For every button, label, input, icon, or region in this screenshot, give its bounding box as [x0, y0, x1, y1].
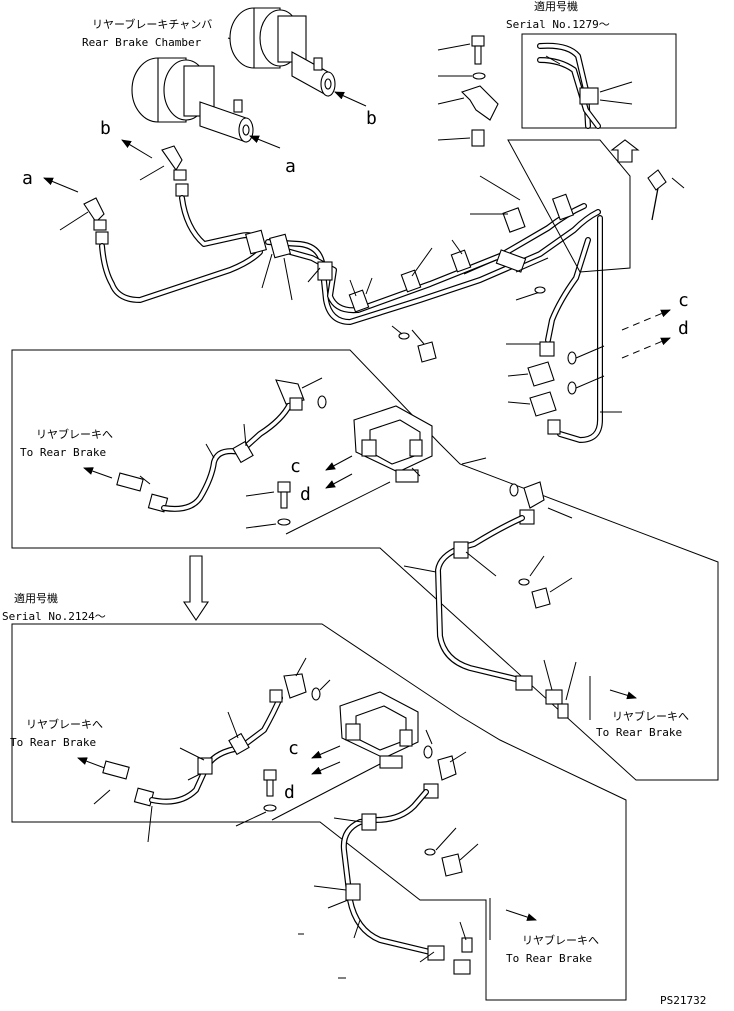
panel-link-arrow — [182, 555, 210, 621]
chamber-label-ja: リヤーブレーキチャンバ — [92, 17, 212, 31]
serial-2124-ja: 適用号機 — [14, 591, 58, 605]
callout-d-top: d — [678, 318, 689, 339]
elbow-fitting-b — [161, 145, 189, 197]
rear-brake-chamber-right — [229, 7, 336, 97]
panel1-right-en: To Rear Brake — [596, 726, 682, 739]
callout-d-p1: d — [300, 484, 311, 505]
callout-a-left: a — [22, 168, 33, 189]
serial-1279-inset: 適用号機 Serial No.1279～ — [506, 0, 677, 163]
panel1-brake-valve — [353, 405, 433, 483]
callout-c-p1: c — [290, 456, 301, 477]
callout-c-top: c — [678, 290, 689, 311]
panel2-right-en: To Rear Brake — [506, 952, 592, 965]
panel-1-outline — [11, 349, 719, 781]
panel2-to-rear-ja: リヤブレーキへ — [26, 717, 103, 731]
callout-b-left: b — [100, 118, 111, 139]
panel2-brake-valve — [339, 691, 419, 769]
top-leaders — [261, 175, 521, 301]
serial-1279-ja: 適用号機 — [534, 0, 578, 13]
panel-2-outline — [11, 623, 627, 1001]
panel1-right-pipe — [403, 457, 577, 719]
panel1-right-ja: リヤブレーキへ — [612, 709, 689, 723]
callout-b-top: b — [366, 108, 377, 129]
right-hose-assembly — [506, 215, 622, 443]
callout-a-top: a — [285, 156, 296, 177]
panel1-to-rear-en: To Rear Brake — [20, 446, 106, 459]
panel1-to-rear-ja: リヤブレーキへ — [36, 427, 113, 441]
page-code: PS21732 — [660, 994, 706, 1007]
serial-2124-en: Serial No.2124～ — [2, 610, 106, 623]
callout-c-p2: c — [288, 738, 299, 759]
panel2-right-ja: リヤブレーキへ — [522, 933, 599, 947]
elbow-fitting-a — [83, 197, 109, 245]
chamber-label-en: Rear Brake Chamber — [82, 36, 202, 49]
detail-outline — [507, 139, 631, 273]
panel1-bolt — [245, 481, 391, 535]
panel2-right-pipe — [298, 729, 479, 979]
serial-1279-en: Serial No.1279～ — [506, 18, 610, 31]
callout-d-p2: d — [284, 782, 295, 803]
rear-brake-chamber-left — [131, 57, 254, 143]
panel2-to-rear-en: To Rear Brake — [10, 736, 96, 749]
pipe-clamps — [245, 193, 575, 313]
panel2-bolt — [235, 763, 381, 827]
top-right-bolt — [647, 169, 685, 221]
bolt-stack — [437, 35, 499, 147]
panel2-left-pipe — [93, 657, 331, 843]
bottom-bolt-top — [391, 325, 437, 363]
panel1-left-pipe — [116, 377, 327, 513]
